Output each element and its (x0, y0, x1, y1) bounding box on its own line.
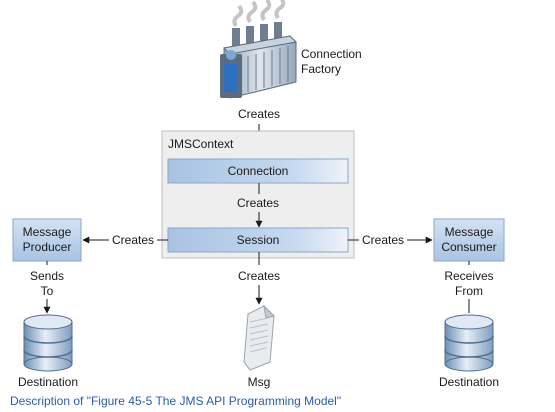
creates-label-middle-front: Creates (237, 196, 279, 210)
sends-to-label-line2: To (41, 284, 54, 298)
creates-label-right: Creates (362, 233, 404, 247)
message-consumer-label-line2: Consumer (441, 240, 496, 254)
session-label: Session (237, 233, 280, 247)
destination-label-left: Destination (18, 375, 78, 389)
receives-from-label-line1: Receives (444, 269, 493, 283)
database-icon (444, 314, 494, 372)
receives-from-label-line2: From (455, 284, 483, 298)
creates-right-bg (359, 232, 407, 248)
database-icon (23, 314, 73, 372)
destination-label-right: Destination (439, 375, 499, 389)
connection-factory-label-line2: Factory (301, 62, 341, 76)
message-consumer-label-line1: Message (445, 225, 494, 239)
creates-middle-bg (236, 194, 282, 212)
msg-label: Msg (248, 375, 271, 389)
creates-label-bottom: Creates (238, 269, 280, 283)
creates-label-left: Creates (112, 233, 154, 247)
message-producer-label-line1: Message (23, 225, 72, 239)
connection-box (167, 158, 349, 184)
sends-to-label-line1: Sends (30, 269, 64, 283)
connection-label: Connection (228, 164, 289, 178)
jmscontext-title: JMSContext (168, 137, 234, 151)
factory-icon (220, 0, 298, 99)
connection-factory-label-line1: Connection (301, 47, 362, 61)
creates-left-bg (109, 232, 157, 248)
creates-label-top: Creates (238, 107, 280, 121)
message-producer-label-line2: Producer (23, 240, 72, 254)
figure-description-link[interactable]: Description of "Figure 45-5 The JMS API … (10, 394, 342, 408)
document-icon (243, 304, 275, 371)
